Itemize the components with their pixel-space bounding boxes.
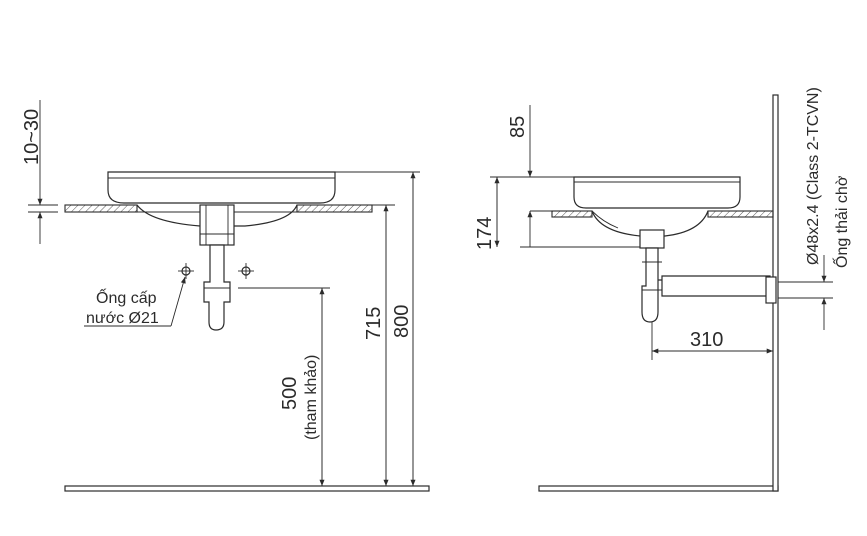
left-basin-rim [107,171,336,204]
right-basin-rim [573,176,741,209]
left-drain-pipe [203,244,231,331]
dim-basin-depth: 174 [474,176,640,250]
supply-label-line1: Ống cấp [96,287,157,307]
dim-top-clearance: 85 [507,105,533,177]
dim-rim-height-text: 715 [363,307,385,340]
dim-drain-height-value: 500 [279,377,301,410]
dim-total-height: 800 [335,171,420,486]
dim-wall-distance-text: 310 [690,329,723,351]
drain-pipe-spec: Ø48x2.4 (Class 2-TCVN) [805,87,822,265]
right-countertop-right [707,210,774,218]
right-wall-flange [765,276,777,304]
right-view: 85 174 310 Ø48x2.4 (Class 2-TCVN) Ống [474,87,851,492]
left-countertop-left [64,204,138,213]
dim-wall-distance: 310 [651,322,773,360]
dim-counter-gap-text: 10~30 [21,109,43,165]
dim-drain-pipe: Ø48x2.4 (Class 2-TCVN) Ống thải chờ [778,87,851,330]
dim-drain-height: 500 (tham khảo) [238,287,330,486]
drain-pipe-label: Ống thải chờ [831,175,851,268]
supply-valve-left [178,263,194,279]
right-drain-body [639,229,665,249]
left-view: Ống cấp nước Ø21 10~30 500 (tham khảo) 7… [21,100,430,492]
dim-top-clearance-text: 85 [507,116,529,138]
left-drain-body [199,204,235,246]
dim-basin-depth-text: 174 [474,217,496,250]
left-countertop-right [296,204,373,213]
supply-valve-right [238,263,254,279]
right-trap [641,247,771,323]
dim-drain-height-note: (tham khảo) [303,355,320,440]
dim-counter-gap: 10~30 [21,100,58,244]
supply-label-line2: nước Ø21 [86,310,159,327]
dim-rim-height: 715 [363,204,395,486]
right-countertop-left [551,210,593,218]
left-floor-line [64,485,430,492]
dim-total-height-text: 800 [391,305,413,338]
right-floor-line [538,485,779,492]
